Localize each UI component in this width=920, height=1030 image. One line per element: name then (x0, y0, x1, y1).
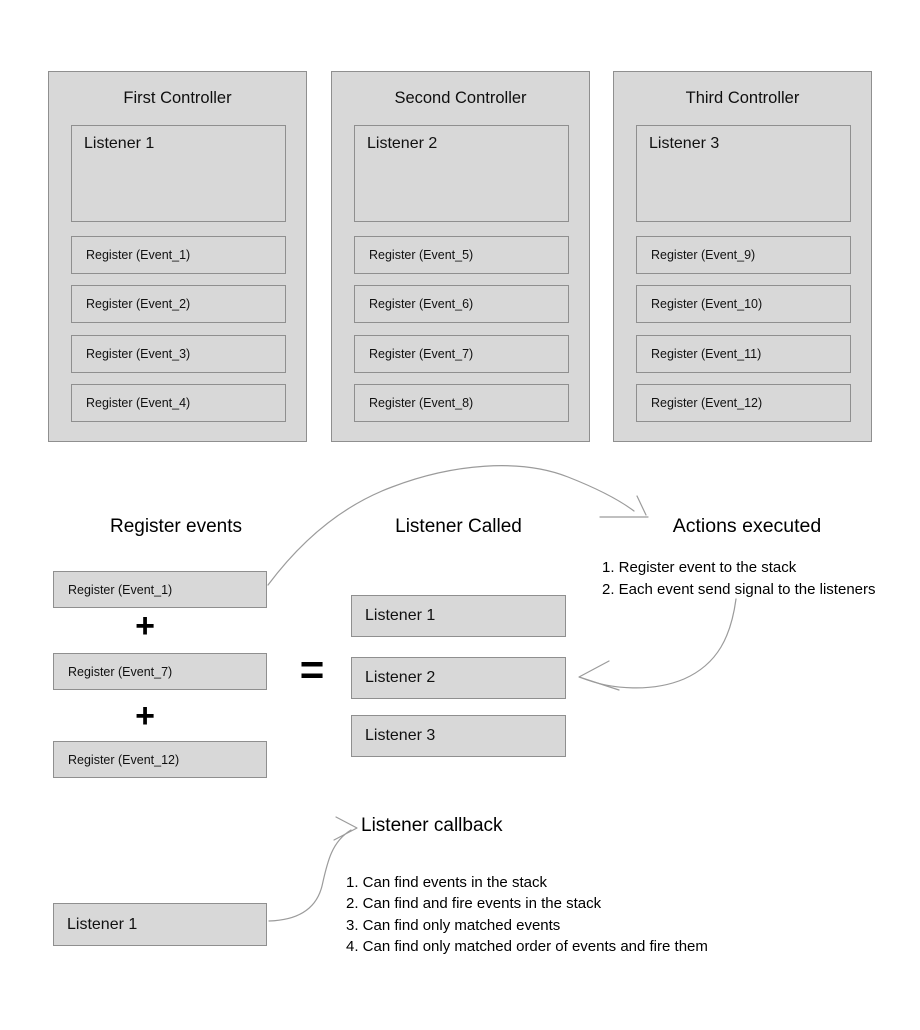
listener-called-box: Listener 1 (351, 595, 566, 637)
listener-called-title: Listener Called (395, 516, 522, 537)
register-box: Register (Event_6) (354, 285, 569, 323)
arrowhead-chevron (578, 660, 620, 691)
listener-callback-title: Listener callback (361, 815, 503, 836)
register-box: Register (Event_12) (636, 384, 851, 422)
register-box: Register (Event_4) (71, 384, 286, 422)
actions-note-line: 1. Register event to the stack (602, 559, 797, 576)
register-box: Register (Event_1) (71, 236, 286, 274)
callback-note-line: 2. Can find and fire events in the stack (346, 895, 602, 913)
callback-source-listener-box: Listener 1 (53, 903, 267, 946)
controller-title: Third Controller (685, 89, 800, 107)
selected-event-box: Register (Event_1) (53, 571, 267, 608)
first-controller-box: First Controller Listener 1 Register (Ev… (48, 71, 307, 442)
listener-callback-notes: 1. Can find events in the stack 2. Can f… (346, 872, 866, 957)
selected-event-box: Register (Event_7) (53, 653, 267, 690)
register-box: Register (Event_3) (71, 335, 286, 373)
equals-sign: = (299, 646, 325, 693)
arrow-curve (581, 598, 737, 689)
register-box: Register (Event_2) (71, 285, 286, 323)
callback-note-line: 1. Can find events in the stack (346, 874, 547, 891)
arrowhead-chevron (333, 816, 358, 841)
listener-box: Listener 3 (636, 125, 851, 222)
actions-note-line: 2. Each event send signal to the listene… (602, 581, 876, 598)
callback-note-line: 3. Can find only matched events (346, 916, 561, 934)
register-box: Register (Event_11) (636, 335, 851, 373)
second-controller-box: Second Controller Listener 2 Register (E… (331, 71, 590, 442)
callback-note-line: 4. Can find only matched order of events… (346, 937, 708, 955)
register-box: Register (Event_5) (354, 236, 569, 274)
register-events-title: Register events (109, 516, 242, 537)
register-box: Register (Event_8) (354, 384, 569, 422)
arrowhead-prong (636, 495, 647, 516)
register-box: Register (Event_10) (636, 285, 851, 323)
plus-sign: + (135, 697, 155, 735)
controller-title: Second Controller (394, 89, 527, 107)
actions-executed-title: Actions executed (672, 515, 822, 537)
actions-executed-note: 1. Register event to the stack 2. Each e… (602, 557, 878, 601)
arrow-curve (268, 829, 352, 922)
register-box: Register (Event_7) (354, 335, 569, 373)
listener-called-box: Listener 2 (351, 657, 566, 699)
listener-box: Listener 1 (71, 125, 286, 222)
controller-title: First Controller (123, 89, 232, 107)
plus-sign: + (135, 607, 155, 645)
register-box: Register (Event_9) (636, 236, 851, 274)
arrow-actions-to-listener2 (578, 598, 737, 691)
arrow-listener1-to-callback (268, 816, 358, 922)
listener-box: Listener 2 (354, 125, 569, 222)
selected-event-box: Register (Event_12) (53, 741, 267, 778)
third-controller-box: Third Controller Listener 3 Register (Ev… (613, 71, 872, 442)
listener-called-box: Listener 3 (351, 715, 566, 757)
